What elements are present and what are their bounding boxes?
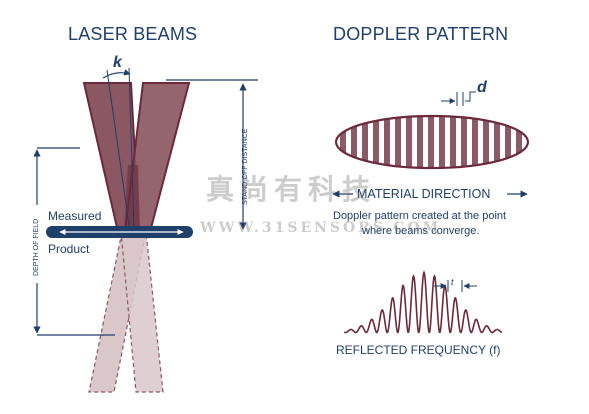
doppler-stripe [450, 116, 456, 168]
doppler-pattern-title: DOPPLER PATTERN [333, 24, 509, 44]
measured-label: Measured [48, 209, 102, 223]
doppler-stripe [461, 116, 467, 168]
doppler-stripe [428, 116, 434, 168]
doppler-stripe [494, 116, 500, 168]
k-symbol: k [113, 54, 122, 71]
watermark-chinese: 真尚有科技 [206, 173, 377, 206]
d-leader [465, 91, 476, 102]
doppler-stripe [472, 116, 478, 168]
doppler-stripe [439, 116, 445, 168]
doppler-stripe [362, 116, 368, 168]
doppler-stripe [406, 116, 412, 168]
beam-axis-line-left [106, 69, 131, 233]
depth-of-field-label: DEPTH OF FIELD [33, 218, 40, 276]
material-direction-label: MATERIAL DIRECTION [357, 187, 491, 201]
caption-line-2: where beams converge. [362, 225, 480, 237]
doppler-stripe [395, 116, 401, 168]
doppler-stripe [351, 116, 357, 168]
caption-line-1: Doppler pattern created at the point [333, 210, 507, 222]
watermark-url: WWW.31SENSORS.COM [200, 220, 442, 236]
doppler-stripe [505, 116, 511, 168]
k-angle-arc [102, 69, 131, 79]
t-symbol: t [451, 277, 454, 287]
reflected-frequency-label: REFLECTED FREQUENCY (f) [336, 343, 501, 357]
doppler-ellipse [334, 114, 530, 170]
doppler-stripe [373, 116, 379, 168]
product-label: Product [48, 242, 90, 256]
doppler-stripe [384, 116, 390, 168]
doppler-ellipse-stripes [336, 116, 528, 168]
d-symbol: d [477, 79, 487, 96]
doppler-stripe [417, 116, 423, 168]
laser-beams-title: LASER BEAMS [68, 24, 198, 44]
reflected-frequency-wave [343, 270, 503, 334]
doppler-stripe [516, 116, 522, 168]
beam-axis-line-right [128, 67, 135, 233]
doppler-stripe [483, 116, 489, 168]
doppler-stripe [340, 116, 346, 168]
